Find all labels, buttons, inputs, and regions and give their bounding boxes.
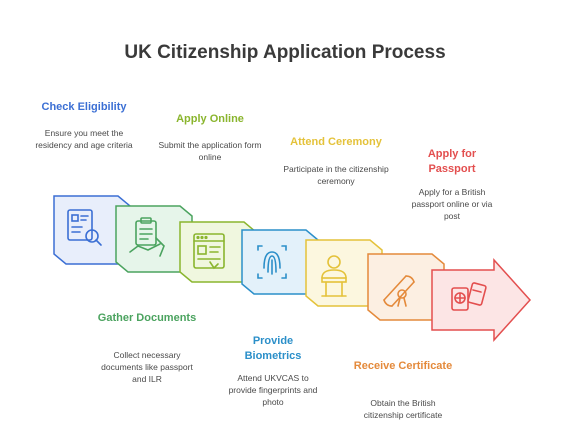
step-desc-check-eligibility: Ensure you meet the residency and age cr…: [35, 128, 133, 150]
document-search-icon: [67, 209, 102, 246]
step-title-receive-certificate: Receive Certificate: [353, 360, 453, 372]
step-desc-provide-biometrics: Attend UKVCAS to provide fingerprints an…: [228, 373, 318, 407]
certificate-scroll-icon: [383, 275, 415, 307]
step-desc-attend-ceremony: Participate in the citizenship ceremony: [283, 164, 389, 186]
step-desc-receive-certificate: Obtain the British citizenship certifica…: [363, 398, 443, 420]
step-desc-apply-online: Submit the application form online: [158, 140, 262, 162]
fingerprint-icon: [257, 245, 287, 279]
podium-speaker-icon: [321, 255, 347, 297]
step-title-apply-online: Apply Online: [176, 113, 244, 125]
clipboard-hand-icon: [129, 217, 165, 257]
step-desc-gather-documents: Collect necessary documents like passpor…: [101, 350, 193, 384]
passport-icon: [451, 282, 487, 311]
step-title-apply-passport: Apply for Passport: [427, 148, 477, 175]
step-title-provide-biometrics: Provide Biometrics: [244, 335, 302, 362]
step-title-check-eligibility: Check Eligibility: [41, 101, 127, 113]
step-title-gather-documents: Gather Documents: [97, 312, 197, 324]
step-desc-apply-passport: Apply for a British passport online or v…: [411, 187, 493, 221]
step-panel-attend-ceremony: [305, 239, 383, 307]
step-title-attend-ceremony: Attend Ceremony: [290, 136, 382, 148]
step-panel-apply-passport: [431, 258, 532, 342]
step-panel-check-eligibility: [53, 195, 131, 265]
step-panel-apply-online: [179, 221, 257, 283]
online-form-icon: [193, 233, 225, 270]
step-panel-gather-documents: [115, 205, 193, 273]
page-title: UK Citizenship Application Process: [124, 42, 446, 63]
